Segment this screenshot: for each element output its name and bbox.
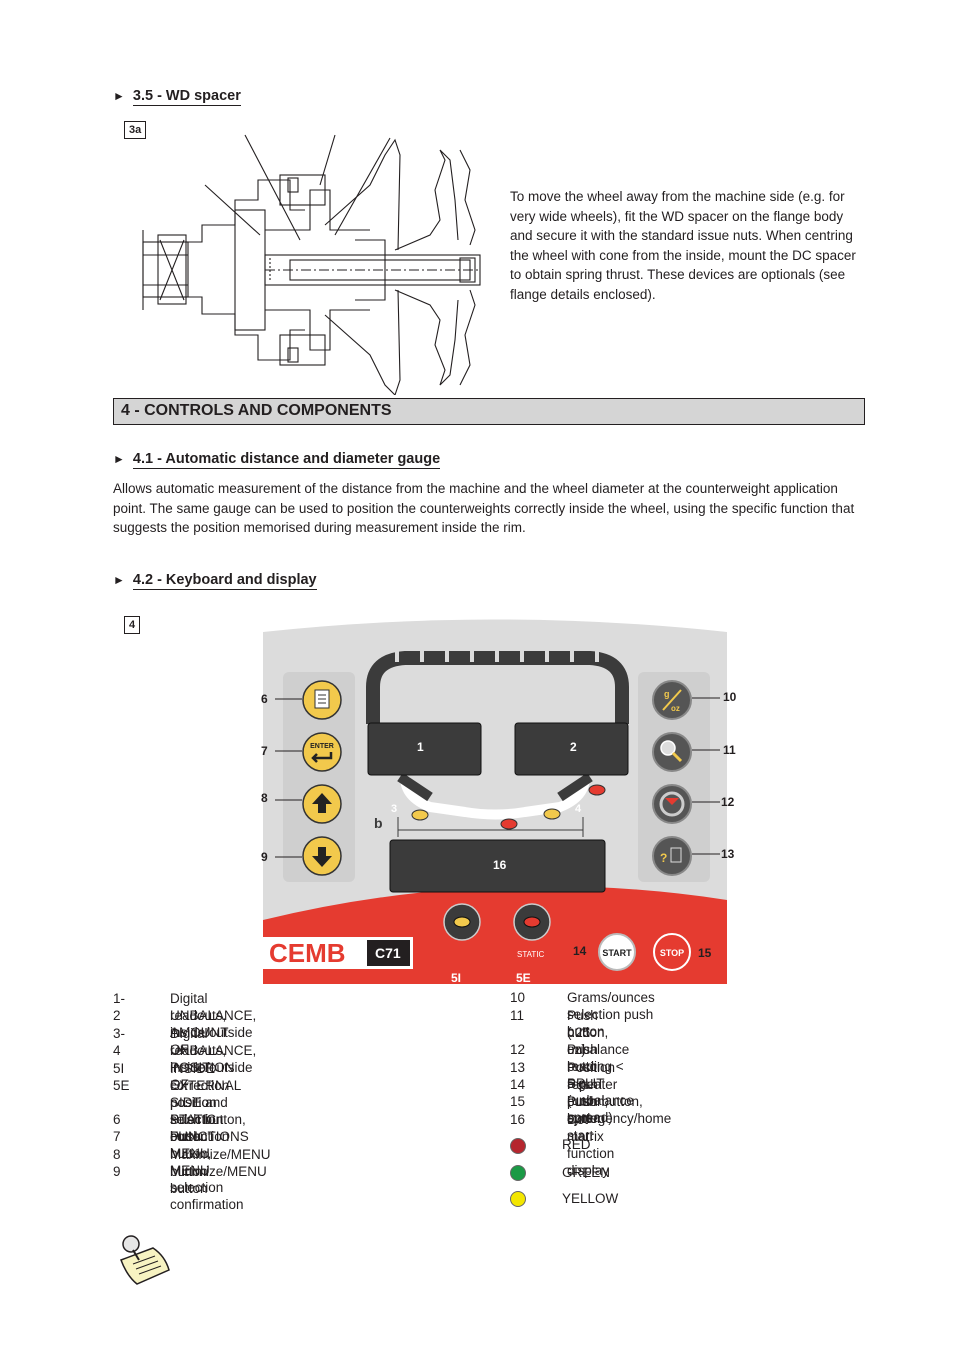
- svg-text:8: 8: [261, 791, 268, 805]
- red-dot-icon: [510, 1138, 526, 1154]
- note-pin-icon: [120, 1235, 170, 1285]
- svg-text:CEMB: CEMB: [269, 938, 346, 968]
- gauge-description: Allows automatic measurement of the dist…: [113, 481, 855, 535]
- spacer-description: To move the wheel away from the machine …: [510, 189, 856, 302]
- stop-button[interactable]: STOP: [653, 933, 691, 971]
- functions-menu-button[interactable]: [302, 680, 342, 720]
- svg-text:b: b: [374, 815, 383, 831]
- svg-text:3: 3: [391, 803, 397, 815]
- grams-ounces-button[interactable]: g oz: [652, 680, 692, 720]
- zoom-button[interactable]: [652, 732, 692, 772]
- display-2: [514, 722, 629, 776]
- wd-spacer-drawing: [142, 134, 481, 395]
- svg-text:12: 12: [721, 795, 735, 809]
- green-dot-icon: [510, 1165, 526, 1181]
- start-button[interactable]: START: [598, 933, 636, 971]
- svg-text:11: 11: [723, 743, 736, 757]
- svg-text:9: 9: [261, 850, 268, 864]
- bullet-arrow-icon: ►: [113, 89, 125, 103]
- section-heading-4-1: ► 4.1 - Automatic distance and diameter g…: [113, 451, 441, 469]
- figure-label-3a: 3a: [124, 121, 147, 139]
- svg-text:STOP: STOP: [660, 948, 684, 958]
- display-1: [367, 722, 482, 776]
- svg-text:4: 4: [575, 803, 582, 815]
- section-heading-3-5: ► 3.5 - WD spacer: [113, 88, 241, 106]
- display-16: [389, 839, 606, 893]
- inside-correction-button[interactable]: [443, 903, 481, 941]
- color-label-green: GREEN: [562, 1165, 611, 1180]
- minimize-button[interactable]: [302, 836, 342, 876]
- split-button[interactable]: [652, 784, 692, 824]
- keyboard-panel: ENTER g oz ? 1 2: [261, 619, 737, 985]
- external-static-button[interactable]: [513, 903, 551, 941]
- section-title: 4.1 - Automatic distance and diameter ga…: [132, 451, 441, 469]
- enter-button[interactable]: ENTER: [302, 732, 342, 772]
- figure-label-4: 4: [124, 616, 141, 634]
- svg-text:oz: oz: [671, 704, 680, 713]
- color-label-yellow: YELLOW: [562, 1191, 619, 1206]
- svg-text:13: 13: [721, 847, 735, 861]
- bullet-arrow-icon: ►: [113, 573, 125, 587]
- section-heading-4-2: ► 4.2 - Keyboard and display: [113, 572, 317, 590]
- svg-text:6: 6: [261, 692, 268, 706]
- display-2-label: 2: [570, 740, 577, 754]
- position-repeater-button[interactable]: ?: [652, 836, 692, 876]
- svg-text:?: ?: [660, 851, 667, 865]
- svg-text:14: 14: [573, 944, 587, 958]
- color-label-red: RED: [562, 1137, 591, 1152]
- svg-text:C71: C71: [375, 945, 401, 961]
- section-title: 3.5 - WD spacer: [132, 88, 241, 106]
- svg-text:10: 10: [723, 690, 737, 704]
- yellow-dot-icon: [510, 1191, 526, 1207]
- svg-text:START: START: [602, 948, 632, 958]
- svg-text:5I: 5I: [451, 971, 461, 985]
- svg-text:15: 15: [698, 946, 712, 960]
- svg-text:ENTER: ENTER: [310, 743, 334, 750]
- svg-text:5E: 5E: [516, 971, 531, 985]
- display-1-label: 1: [417, 740, 424, 754]
- svg-text:7: 7: [261, 744, 268, 758]
- display-16-label: 16: [493, 858, 507, 872]
- svg-text:g: g: [664, 689, 670, 699]
- svg-text:STATIC: STATIC: [517, 950, 544, 959]
- section-title: 4.2 - Keyboard and display: [132, 572, 317, 590]
- section-bar-4: 4 - CONTROLS AND COMPONENTS: [113, 398, 865, 425]
- maximize-button[interactable]: [302, 784, 342, 824]
- bullet-arrow-icon: ►: [113, 452, 125, 466]
